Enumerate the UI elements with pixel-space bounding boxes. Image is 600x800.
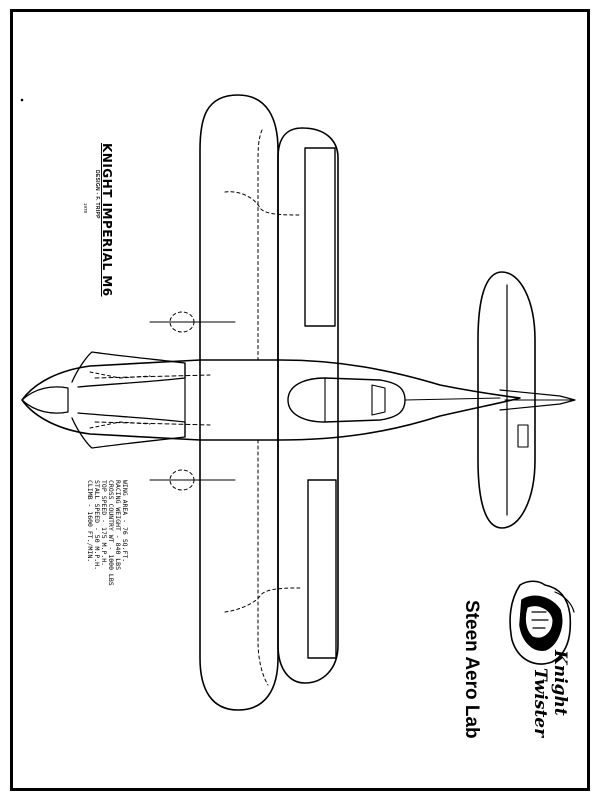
page-border: [10, 9, 590, 791]
aileron-bottom: [307, 479, 337, 659]
spec-line: STALL SPEED - 50 M.P.H.: [93, 480, 101, 571]
plan-title: KNIGHT IMPERIAL M6: [100, 143, 114, 297]
spec-line: TOP SPEED - 175 M.P.H.: [100, 480, 108, 567]
spec-line: CROSS COUNTRY WT - 1000 LBS: [107, 480, 115, 586]
lower-wing: [277, 127, 339, 684]
cowling-bottom: [71, 412, 186, 449]
spec-list: WING AREA - 76 SQ.FT. RACING WEIGHT - 84…: [86, 480, 129, 586]
cockpit-canopy: [287, 377, 406, 423]
propeller-spinner: [21, 386, 69, 414]
lab-name: Steen Aero Lab: [461, 600, 482, 739]
logo-wordmark: Knight Twister: [530, 650, 570, 737]
cowling-top: [71, 351, 186, 388]
logo-line2: Twister: [530, 668, 550, 738]
logo-line1: Knight: [550, 650, 570, 716]
interplane-strut-top: [224, 191, 301, 216]
upper-wing: [199, 94, 279, 711]
fuselage: [21, 359, 521, 441]
aileron-top: [304, 147, 336, 327]
interplane-strut-bottom: [224, 587, 301, 613]
trim-tab: [517, 424, 529, 448]
spec-line: WING AREA - 76 SQ.FT.: [121, 480, 129, 563]
knight-helmet-shield-icon: [509, 580, 575, 665]
lower-wing-hidden-edge: [257, 129, 269, 686]
horizontal-stabilizer: [477, 271, 536, 529]
spec-line: RACING WEIGHT - 840 LBS: [114, 480, 122, 571]
spec-line: CLIMB - 1600 FT./MIN.: [86, 480, 94, 563]
designer-note: DESIGN - F. TRIPP: [94, 170, 100, 219]
plan-year: 1978: [83, 203, 88, 214]
